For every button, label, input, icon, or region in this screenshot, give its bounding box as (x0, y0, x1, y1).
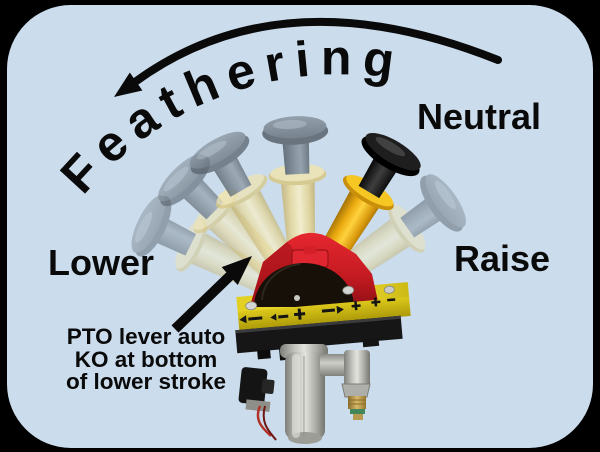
label-raise: Raise (454, 238, 550, 279)
mount-plate-front (235, 285, 411, 361)
kickout-switch (238, 367, 275, 412)
brass-fitting (348, 396, 366, 409)
annotation-arrowhead (221, 256, 252, 285)
label-neutral: Neutral (417, 96, 541, 137)
valve-body (238, 344, 371, 444)
mount-box (235, 315, 403, 354)
switch-wire-dark (262, 405, 277, 441)
switch-wire-red (256, 405, 272, 437)
valve-elbow (344, 350, 370, 390)
fitting-green-ring (350, 409, 365, 414)
plate-markings (239, 297, 396, 324)
valve-tube (285, 352, 325, 440)
plate-screws (245, 285, 395, 311)
annotation-text: PTO lever auto KO at bottom of lower str… (66, 324, 226, 394)
quadrant-pin (294, 295, 300, 301)
annotation-arrow (171, 256, 252, 333)
annotation-line-3: of lower stroke (66, 369, 226, 394)
fitting-nut (341, 383, 371, 398)
annotation-line-2: KO at bottom (75, 347, 217, 372)
mechanism-black-quadrant (254, 263, 354, 307)
feathering-arrowhead (114, 72, 143, 97)
feathering-arrow (114, 17, 502, 97)
label-lower: Lower (48, 242, 154, 283)
annotation-line-1: PTO lever auto (67, 324, 225, 349)
pivot-mechanism (250, 232, 379, 307)
